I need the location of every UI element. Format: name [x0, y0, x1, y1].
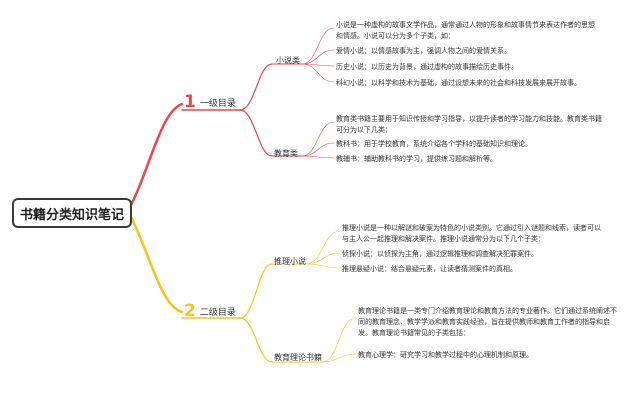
connector-leaf-12: [321, 353, 357, 363]
topic-education[interactable]: 教育类: [274, 148, 298, 159]
topic-novel-label: 小说类: [276, 56, 300, 65]
connector-branch-2-mystery: [239, 263, 273, 319]
branch-number-2: 2: [184, 301, 196, 321]
connector-leaf-5: [301, 121, 335, 157]
note-romance-novel: 爱情小说：以情感故事为主，强调人物之间的爱情关系。: [336, 47, 511, 55]
note-suspense-novel: 推理悬疑小说：结合悬疑元素，让读者猜测案件的真相。: [342, 265, 517, 273]
connector-leaf-1: [301, 27, 335, 65]
note-supplementary-book: 教辅书：辅助教科书的学习，提供练习题和解析等。: [336, 155, 497, 163]
branch-node-2[interactable]: 2 二级目录: [184, 303, 236, 320]
topic-education-theory-label: 教育理论书籍: [274, 353, 322, 362]
note-historical-novel: 历史小说：以历史为背景，通过虚构的故事描绘历史事件。: [336, 63, 518, 71]
branch-label-2: 二级目录: [199, 308, 236, 318]
connector-branch-1-novel: [239, 63, 273, 111]
connector-branch-1-education: [239, 109, 273, 157]
connector-root-branch-2: [126, 209, 184, 314]
connector-leaf-11: [321, 317, 357, 363]
connector-leaf-3: [301, 63, 335, 67]
root-node[interactable]: 书籍分类知识笔记: [12, 198, 132, 228]
topic-education-label: 教育类: [274, 149, 298, 158]
note-education-theory-intro: 教育理论书籍是一类专门介绍教育理论和教育方法的专业著作。它们通过系统阐述不同的教…: [358, 307, 617, 337]
topic-mystery-novel-label: 推理小说: [274, 257, 306, 266]
root-label: 书籍分类知识笔记: [19, 207, 124, 223]
note-education-psychology: 教育心理学：研究学习和教学过程中的心理机制和原理。: [358, 351, 533, 359]
connector-leaf-8: [305, 230, 341, 265]
connector-leaf-6: [301, 142, 335, 157]
connector-leaf-2: [301, 49, 335, 65]
connector-leaf-7: [301, 155, 335, 159]
connector-leaf-10: [305, 263, 341, 269]
branch-number-1: 1: [184, 92, 196, 112]
branch-label-1: 一级目录: [199, 99, 236, 109]
note-novel-intro: 小说是一种虚构的故事文学作品，通常通过人物的形象和故事情节来表达作者的思想和情感…: [336, 21, 595, 40]
connector-root-branch-1: [126, 102, 184, 213]
topic-mystery-novel[interactable]: 推理小说: [274, 256, 306, 267]
topic-education-theory[interactable]: 教育理论书籍: [274, 352, 322, 363]
note-detective-novel: 侦探小说：以侦探为主角，通过逻辑推理和调查解决犯罪案件。: [342, 250, 538, 258]
note-textbook: 教科书：用于学校教育，系统介绍各个学科的基础知识和理论。: [336, 140, 532, 148]
connector-leaf-9: [305, 252, 341, 265]
note-education-intro: 教育类书籍主要用于知识传授和学习指导，以提升读者的学习能力和技能。教育类书籍可分…: [336, 115, 602, 134]
connector-leaf-4: [301, 63, 335, 83]
note-scifi-novel: 科幻小说：以科学和技术为基础，通过设想未来的社会和科技发展来展开故事。: [336, 79, 581, 87]
note-mystery-intro: 推理小说是一种以解谜和破案为特色的小说类别。它通过引入谜题和线索，读者可以与主人…: [342, 224, 601, 243]
topic-novel[interactable]: 小说类: [276, 55, 300, 66]
connector-branch-2-theory: [239, 317, 273, 363]
branch-node-1[interactable]: 1 一级目录: [184, 94, 236, 111]
